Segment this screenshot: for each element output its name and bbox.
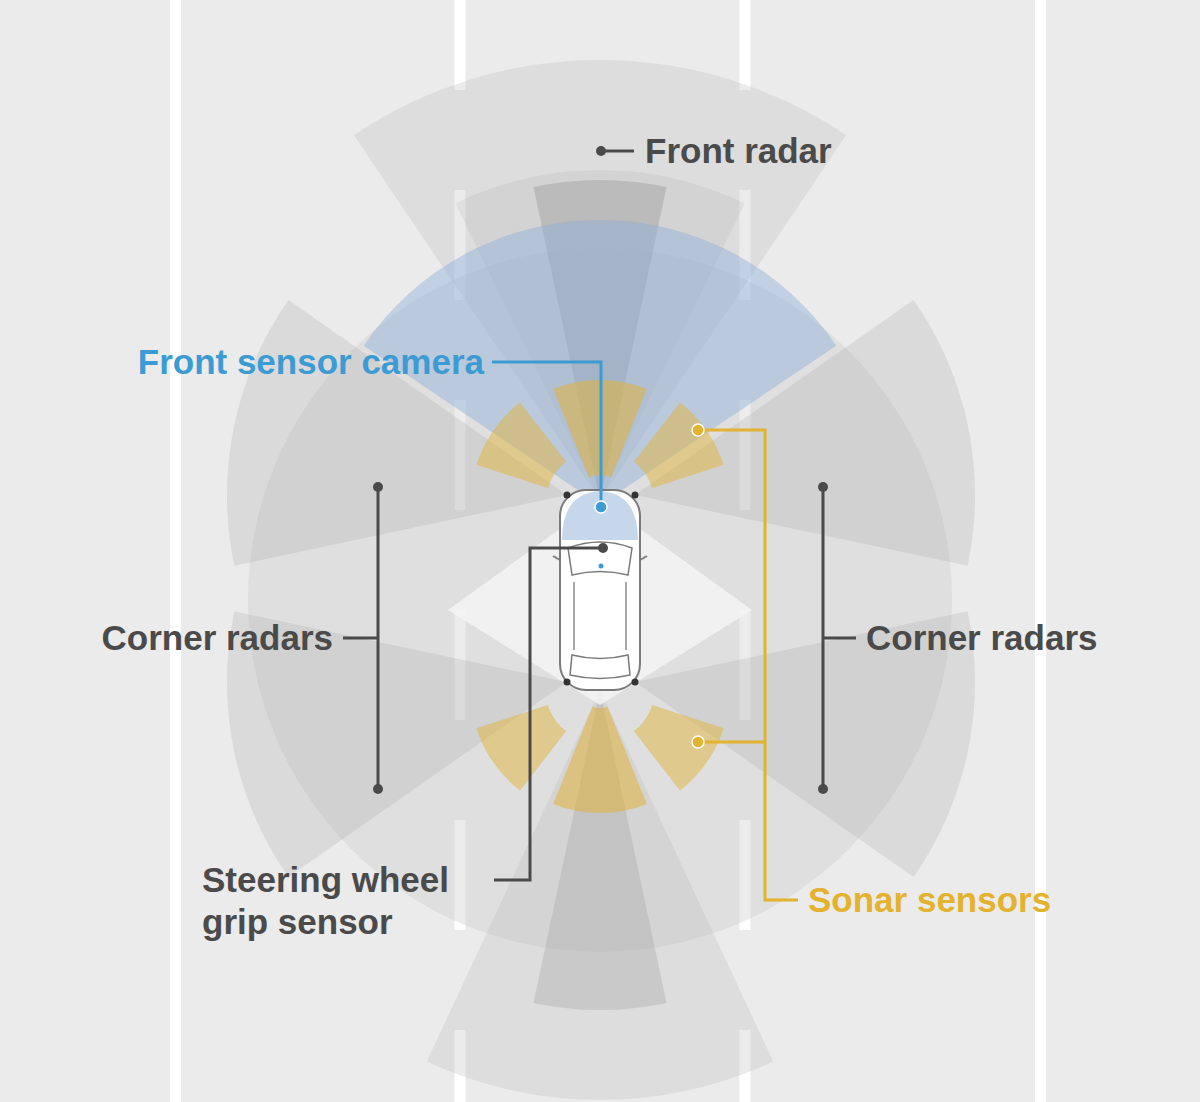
leader-line bbox=[601, 150, 634, 153]
sensor-label: Corner radars bbox=[866, 617, 1097, 659]
leader-dot bbox=[692, 424, 704, 436]
leader-line bbox=[492, 362, 601, 505]
car-mirror bbox=[553, 556, 560, 560]
car-mirror bbox=[640, 556, 647, 560]
sensor-label: Front radar bbox=[645, 130, 832, 172]
sensor-fields bbox=[227, 60, 975, 1100]
leader-dot bbox=[598, 543, 608, 553]
sensor-dot bbox=[599, 564, 604, 569]
leader-line bbox=[494, 548, 603, 880]
lane-edge-line bbox=[1035, 0, 1046, 1102]
car-roof-line bbox=[574, 582, 626, 650]
leader-dot bbox=[818, 784, 828, 794]
car-body bbox=[560, 490, 640, 690]
sensor-field bbox=[476, 705, 566, 790]
sensor-label: Front sensor camera bbox=[138, 341, 484, 383]
corner-radar-dot bbox=[632, 679, 639, 686]
sensor-field bbox=[427, 690, 774, 1100]
car-rear-window bbox=[570, 655, 630, 679]
leader-dot bbox=[818, 482, 828, 492]
sensor-label: Steering wheel grip sensor bbox=[202, 859, 492, 943]
sensor-field bbox=[634, 403, 724, 488]
leader-dot bbox=[373, 482, 383, 492]
leader-dot bbox=[595, 501, 607, 513]
leader-line bbox=[698, 430, 798, 900]
sensor-field bbox=[634, 705, 724, 790]
lane-edge-line bbox=[170, 0, 181, 1102]
corner-radar-dot bbox=[632, 492, 639, 499]
sensor-field bbox=[476, 403, 566, 488]
leader-lines bbox=[343, 146, 856, 900]
car-top-view bbox=[553, 490, 647, 690]
sensor-label: Sonar sensors bbox=[808, 879, 1051, 921]
sensor-field bbox=[553, 707, 647, 813]
corner-radar-dot bbox=[564, 679, 571, 686]
leader-line bbox=[343, 637, 378, 640]
leader-dot bbox=[692, 736, 704, 748]
corner-radar-dot bbox=[564, 492, 571, 499]
leader-dot bbox=[373, 784, 383, 794]
leader-line bbox=[823, 637, 856, 640]
sensor-label: Corner radars bbox=[102, 617, 333, 659]
leader-line bbox=[698, 741, 765, 744]
